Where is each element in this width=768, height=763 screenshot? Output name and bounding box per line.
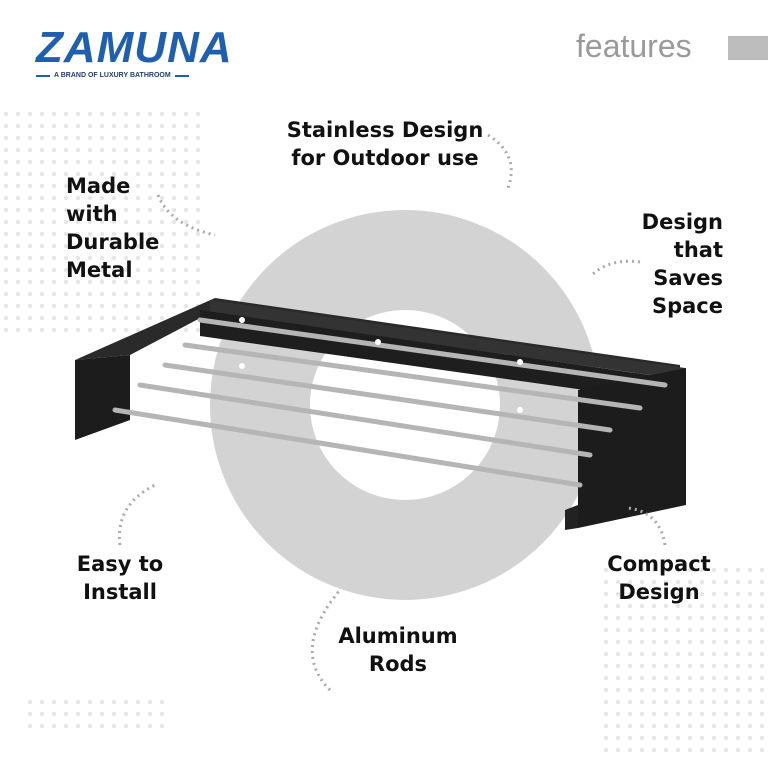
feature-label-line: that (673, 238, 723, 262)
feature-label-line: Design (618, 580, 700, 604)
feature-label-line: Metal (66, 258, 133, 282)
feature-stainless: Stainless Design for Outdoor use (280, 116, 490, 172)
feature-label-line: Aluminum (338, 624, 458, 648)
feature-label-line: Saves (653, 266, 723, 290)
logo-tagline: A BRAND OF LUXURY BATHROOM (54, 72, 171, 79)
feature-label-line: Compact (607, 552, 711, 576)
feature-label-line: Rods (368, 652, 428, 676)
feature-label-line: Made (66, 174, 131, 198)
brand-logo: ZAMUNA A BRAND OF LUXURY BATHROOM (36, 26, 233, 79)
heading-accent-bar (728, 36, 768, 60)
drying-rack-image (75, 298, 686, 530)
features-heading: features (576, 28, 692, 64)
feature-label-line: for Outdoor use (291, 146, 479, 170)
feature-install: Easy to Install (60, 550, 180, 606)
dot-pattern (25, 695, 165, 735)
feature-label-line: Space (651, 294, 723, 318)
feature-label-line: Easy to (76, 552, 164, 576)
logo-wordmark: ZAMUNA (36, 23, 233, 72)
feature-label-line: Design (641, 210, 723, 234)
dot-pattern (600, 560, 768, 760)
feature-label-line: Stainless Design (286, 118, 484, 142)
feature-label-line: with (66, 202, 118, 226)
feature-label-line: Durable (66, 230, 160, 254)
gray-ring (210, 210, 600, 600)
dotted-arrows (117, 133, 667, 692)
dot-pattern (0, 110, 200, 340)
feature-label-line: Install (83, 580, 157, 604)
